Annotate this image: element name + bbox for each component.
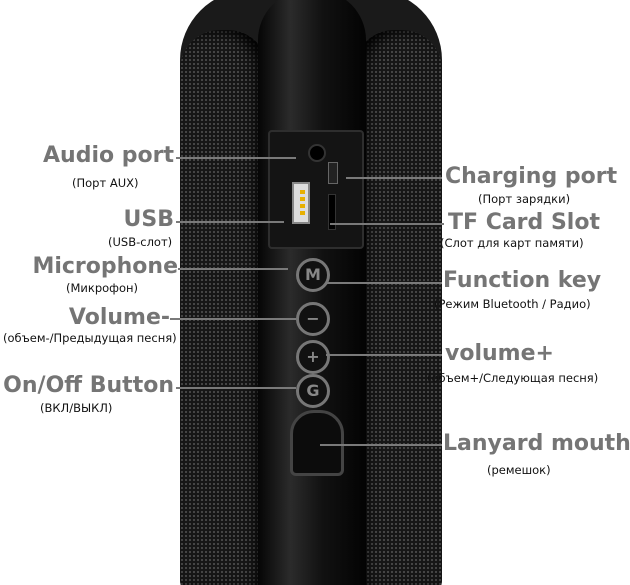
- leader-line: [176, 157, 296, 159]
- volume-down-label: Volume-: [68, 305, 170, 330]
- volume-down-sublabel: (объем-/Предыдущая песня): [3, 331, 177, 345]
- volume-up-label: volume+: [445, 341, 554, 366]
- volume-up-sublabel: (объем+/Следующая песня): [427, 371, 599, 385]
- audio-port-label: Audio port: [43, 143, 174, 168]
- function-key-button[interactable]: M: [296, 258, 330, 292]
- usb-label: USB: [123, 207, 174, 232]
- left-grille: [180, 30, 268, 585]
- leader-line: [176, 221, 284, 223]
- port-module: [268, 130, 364, 249]
- lanyard-sublabel: (ремешок): [487, 463, 551, 477]
- volume-down-button[interactable]: −: [296, 302, 330, 336]
- power-button[interactable]: G: [296, 374, 330, 408]
- charging-port-sublabel: (Порт зарядки): [478, 192, 571, 206]
- on-off-label: On/Off Button: [3, 373, 174, 398]
- leader-line: [326, 354, 442, 356]
- leader-line: [346, 177, 442, 179]
- function-key-label: Function key: [443, 268, 602, 293]
- leader-line: [320, 444, 442, 446]
- microphone-sublabel: (Микрофон): [66, 281, 139, 295]
- control-panel: [258, 0, 366, 585]
- right-grille: [354, 30, 442, 585]
- volume-up-button[interactable]: +: [296, 340, 330, 374]
- usb-sublabel: (USB-слот): [108, 235, 173, 249]
- lanyard-label: Lanyard mouth: [443, 431, 630, 456]
- lanyard-mouth: [290, 410, 344, 476]
- usb-port: [292, 182, 310, 224]
- function-key-sublabel: (Режим Bluetooth / Радио): [434, 297, 591, 311]
- charging-port-label: Charging port: [445, 164, 618, 189]
- on-off-sublabel: (ВКЛ/ВЫКЛ): [40, 401, 113, 415]
- audio-port-sublabel: (Порт AUX): [72, 176, 139, 190]
- tf-card-sublabel: (Слот для карт памяти): [440, 236, 584, 250]
- leader-line: [176, 387, 296, 389]
- speaker-body: [180, 0, 442, 585]
- microphone-label: Microphone: [32, 254, 178, 279]
- charging-port: [328, 162, 338, 184]
- leader-line: [326, 282, 442, 284]
- leader-line: [170, 318, 296, 320]
- tf-card-slot: [328, 194, 336, 230]
- tf-card-label: TF Card Slot: [448, 210, 600, 235]
- audio-jack: [308, 144, 326, 162]
- leader-line: [330, 223, 444, 225]
- leader-line: [178, 268, 288, 270]
